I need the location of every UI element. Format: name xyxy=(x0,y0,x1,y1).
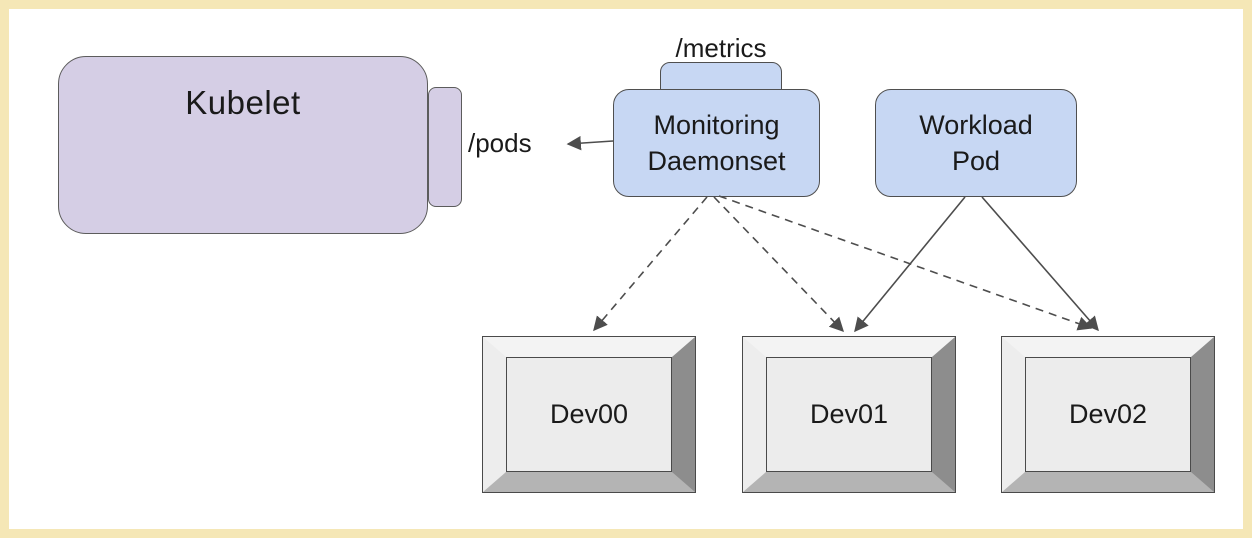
device-dev01-face: Dev01 xyxy=(766,357,932,472)
device-dev00-node: Dev00 xyxy=(482,336,696,493)
pods-endpoint-label: /pods xyxy=(468,128,532,158)
edge-workload-dev02 xyxy=(981,196,1099,332)
monitoring-daemonset-node: Monitoring Daemonset xyxy=(613,89,820,197)
edge-monitoring-dev00 xyxy=(593,196,708,332)
workload-pod-label-line2: Pod xyxy=(951,146,1001,176)
monitoring-daemonset-label-line2: Daemonset xyxy=(647,146,786,176)
kubelet-label: Kubelet xyxy=(185,84,301,121)
metrics-endpoint-label: /metrics xyxy=(675,33,767,63)
pods-endpoint-tab xyxy=(428,87,462,207)
device-dev01-node: Dev01 xyxy=(742,336,956,493)
workload-pod-label-line1: Workload xyxy=(919,110,1033,140)
edge-monitoring-dev01 xyxy=(713,196,844,333)
edge-monitoring-dev02 xyxy=(718,195,1093,331)
device-dev02-node: Dev02 xyxy=(1001,336,1215,493)
device-dev00-face: Dev00 xyxy=(506,357,672,472)
monitoring-daemonset-label-line1: Monitoring xyxy=(653,110,780,140)
device-dev02-label: Dev02 xyxy=(1068,399,1148,429)
edge-monitoring-pods xyxy=(566,135,614,151)
device-dev01-label: Dev01 xyxy=(809,399,889,429)
edge-workload-dev01 xyxy=(854,196,966,333)
device-dev00-label: Dev00 xyxy=(549,399,629,429)
device-dev02-face: Dev02 xyxy=(1025,357,1191,472)
kubelet-node xyxy=(58,56,428,234)
workload-pod-node: Workload Pod xyxy=(875,89,1077,197)
